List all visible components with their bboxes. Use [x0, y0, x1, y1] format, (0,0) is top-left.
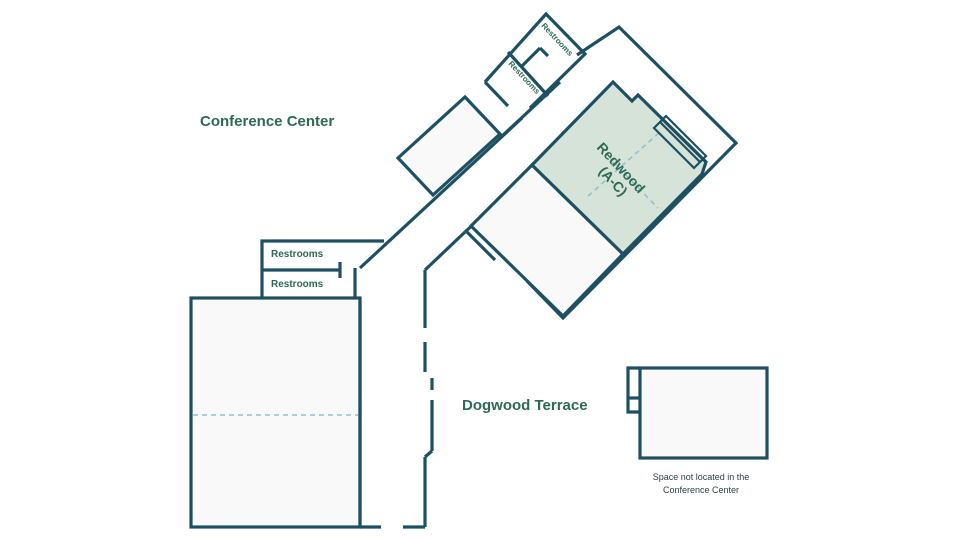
note-line-1: Space not located in the: [653, 472, 750, 482]
dogwood-terrace-label: Dogwood Terrace: [462, 397, 588, 414]
redwood-closet: [652, 114, 708, 170]
restrooms-left-label-1: Restrooms: [271, 249, 324, 260]
redwood-divider: [587, 131, 661, 197]
restrooms-top[interactable]: Restrooms Restrooms: [483, 11, 588, 110]
small-meeting-room[interactable]: [0, 0, 503, 198]
redwood-divider-2: [612, 161, 659, 209]
large-hall[interactable]: [189, 296, 362, 529]
separate-building[interactable]: [0, 0, 769, 460]
restrooms-left[interactable]: [260, 239, 384, 298]
conference-center-label: Conference Center: [200, 113, 334, 130]
restrooms-left-label-2: Restrooms: [271, 279, 324, 290]
redwood-room[interactable]: Redwood (A-C): [529, 79, 708, 257]
note-line-2: Conference Center: [663, 485, 739, 495]
